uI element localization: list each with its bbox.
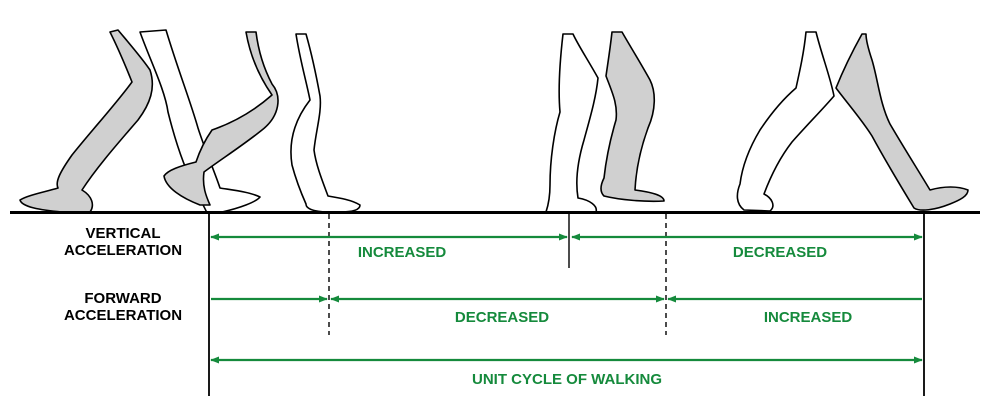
mid-swing-legs	[163, 31, 361, 213]
vertical-label-line1: VERTICAL	[85, 225, 161, 242]
heel-strike-legs	[19, 29, 261, 214]
forward-decreased-label: DECREASED	[455, 309, 549, 326]
forward-increased-label: INCREASED	[764, 309, 853, 326]
forward-label-line1: FORWARD	[84, 290, 162, 307]
vertical-increased-label: INCREASED	[358, 244, 447, 261]
vertical-decreased-label: DECREASED	[733, 244, 827, 261]
mid-stance-legs	[545, 31, 665, 213]
vertical-acceleration-label: VERTICAL ACCELERATION	[28, 225, 218, 259]
vertical-label-line2: ACCELERATION	[63, 242, 183, 259]
forward-label-line2: ACCELERATION	[63, 307, 183, 324]
forward-acceleration-label: FORWARD ACCELERATION	[28, 290, 218, 324]
toe-off-legs	[736, 31, 969, 212]
unit-cycle-label: UNIT CYCLE OF WALKING	[472, 371, 662, 388]
